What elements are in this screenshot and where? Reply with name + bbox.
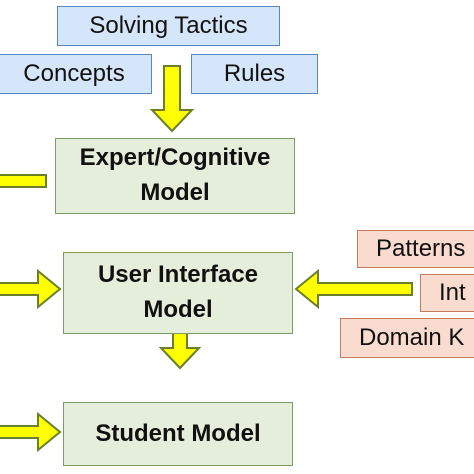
concepts-label: Concepts <box>23 60 125 87</box>
ui-model-line2: Model <box>143 296 213 323</box>
user-interface-model-box: User Interface Model <box>63 252 293 334</box>
int-label: Int <box>439 279 466 306</box>
arrow-down-to-expert <box>149 65 195 133</box>
solving-tactics-box: Solving Tactics <box>57 6 280 46</box>
arrow-left-to-ui-model <box>294 268 413 310</box>
domain-k-label: Domain K <box>359 324 465 351</box>
rules-label: Rules <box>223 60 286 87</box>
concepts-box: Concepts <box>0 54 152 94</box>
int-box: Int <box>420 274 474 312</box>
arrow-right-to-ui-model <box>0 268 62 310</box>
arrow-left-expert-stub <box>0 174 47 188</box>
expert-model-line2: Model <box>140 179 210 206</box>
ui-model-line1: User Interface <box>97 261 259 289</box>
rules-box: Rules <box>191 54 318 94</box>
expert-cognitive-model-box: Expert/Cognitive Model <box>55 138 295 214</box>
expert-model-line1: Expert/Cognitive <box>79 144 271 172</box>
student-model-label: Student Model <box>95 419 261 447</box>
student-model-box: Student Model <box>63 402 293 466</box>
domain-k-box: Domain K <box>340 318 474 358</box>
solving-tactics-label: Solving Tactics <box>89 12 248 39</box>
patterns-box: Patterns <box>357 230 474 268</box>
patterns-label: Patterns <box>376 235 466 262</box>
arrow-right-to-student-model <box>0 411 62 453</box>
